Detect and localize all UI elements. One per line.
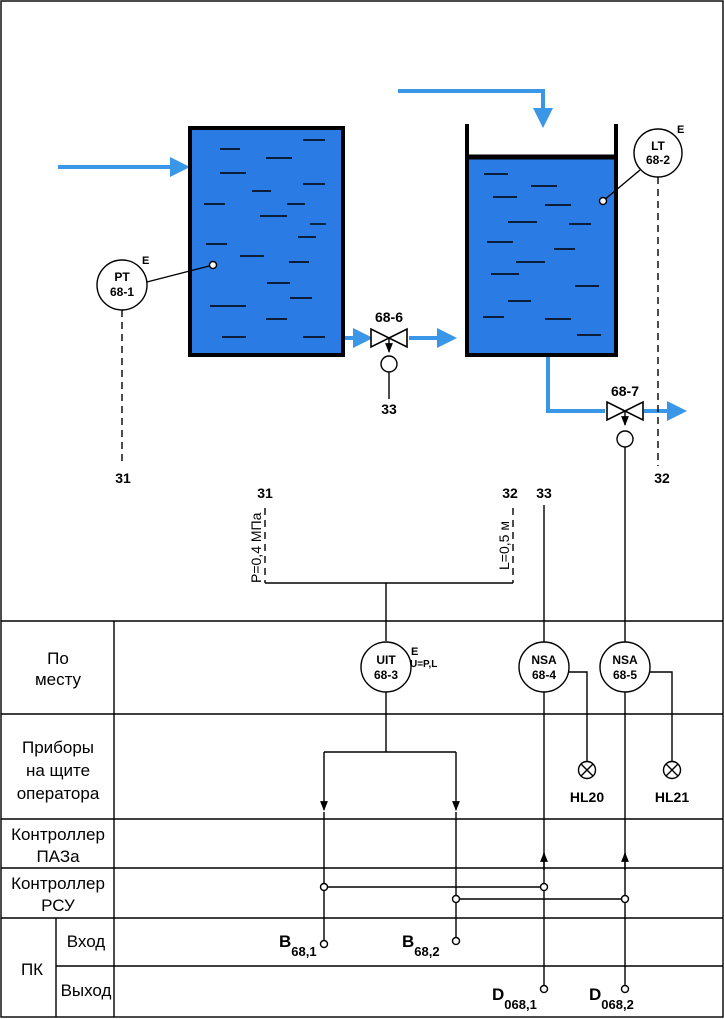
- inflow-arrow-tank2: [398, 89, 553, 128]
- io-d068-2: D068,2: [589, 985, 634, 1012]
- io-d068-2-sub: 068,2: [601, 997, 634, 1012]
- rsu-node: [451, 894, 461, 904]
- uit-electric-mark: E: [411, 646, 418, 658]
- row-local-line2: месту: [35, 670, 82, 689]
- uit-measured-vars: U=P,L: [410, 659, 437, 670]
- level-setpoint: L=0,5 м: [496, 521, 512, 570]
- valve-68-7-label: 68-7: [611, 383, 639, 399]
- function-table-grid: [1, 620, 723, 1017]
- pt-number: 68-1: [110, 285, 134, 299]
- line-number-32-top: 32: [502, 485, 518, 501]
- pt-tag: PT: [114, 270, 130, 284]
- hl21-lamp-icon: [662, 760, 682, 780]
- row-pc: ПК: [21, 960, 43, 979]
- liquid-surface-marks: [483, 173, 601, 336]
- uit-tag: UIT: [376, 653, 396, 667]
- drain-line: [546, 356, 605, 413]
- nsa-68-5-bubble: [599, 641, 651, 693]
- terminal-d068-2: [620, 984, 630, 994]
- io-b68-2-main: B: [402, 932, 414, 951]
- row-input: Вход: [67, 932, 106, 951]
- rsu-node: [319, 882, 329, 892]
- row-panel-line3: оператора: [17, 784, 100, 803]
- io-b68-2-sub: 68,2: [414, 944, 439, 959]
- nsa-68-4-bubble: [518, 641, 570, 693]
- io-d068-2-main: D: [589, 985, 601, 1004]
- rsu-node: [539, 882, 549, 892]
- terminal-d068-1: [539, 984, 549, 994]
- hl21-label: HL21: [655, 789, 689, 805]
- pressure-setpoint: P=0,4 МПа: [248, 512, 264, 583]
- lt-electric-mark: E: [677, 124, 684, 136]
- io-b68-1-main: B: [279, 932, 291, 951]
- valve-68-6-label: 68-6: [375, 309, 403, 325]
- valve-68-6: [370, 327, 408, 399]
- lt-tag: LT: [651, 139, 665, 153]
- row-rsu-line2: РСУ: [41, 896, 75, 915]
- io-d068-1-sub: 068,1: [504, 997, 537, 1012]
- uit-number: 68-3: [374, 668, 398, 682]
- row-panel-line2: на щите: [26, 761, 90, 780]
- line-number-32: 32: [654, 470, 670, 486]
- pt-tap-point: [208, 260, 218, 270]
- tank-1: [188, 126, 345, 357]
- line-number-31-top: 31: [257, 485, 273, 501]
- valve-68-7: [606, 400, 644, 448]
- terminal-b68-1: [319, 939, 329, 949]
- liquid-surface-marks: [204, 139, 326, 338]
- line-number-33-top: 33: [536, 485, 552, 501]
- lt-tap-point: [598, 196, 608, 206]
- pt-sensing-line: [142, 264, 214, 284]
- io-d068-1-main: D: [492, 985, 504, 1004]
- hl20-line: [569, 671, 588, 761]
- nsa5-number: 68-5: [613, 668, 637, 682]
- row-paz-line2: ПАЗа: [36, 847, 80, 866]
- nsa4-number: 68-4: [532, 668, 556, 682]
- io-b68-2: B68,2: [402, 932, 440, 959]
- nsa4-tag: NSA: [531, 653, 557, 667]
- terminal-b68-2: [451, 936, 461, 946]
- hl21-line: [650, 671, 673, 761]
- rsu-node: [620, 894, 630, 904]
- line-number-31: 31: [115, 470, 131, 486]
- io-d068-1: D068,1: [492, 985, 537, 1012]
- row-paz-line1: Контроллер: [11, 825, 105, 844]
- row-panel-line1: Приборы: [22, 738, 94, 757]
- pt-electric-mark: E: [142, 255, 149, 267]
- hl20-label: HL20: [570, 789, 604, 805]
- io-b68-1-sub: 68,1: [291, 944, 316, 959]
- nsa5-tag: NSA: [612, 653, 638, 667]
- tank-2: [465, 124, 618, 357]
- row-rsu-line1: Контроллер: [11, 874, 105, 893]
- lt-number: 68-2: [646, 153, 670, 167]
- row-output: Выход: [61, 981, 112, 1000]
- io-b68-1: B68,1: [279, 932, 317, 959]
- valve-68-6-signal-number: 33: [381, 401, 397, 417]
- lt-sensing-line: [602, 169, 641, 202]
- hl20-lamp-icon: [577, 760, 597, 780]
- row-local-line1: По: [47, 649, 69, 668]
- uit-68-3-bubble: [360, 641, 412, 693]
